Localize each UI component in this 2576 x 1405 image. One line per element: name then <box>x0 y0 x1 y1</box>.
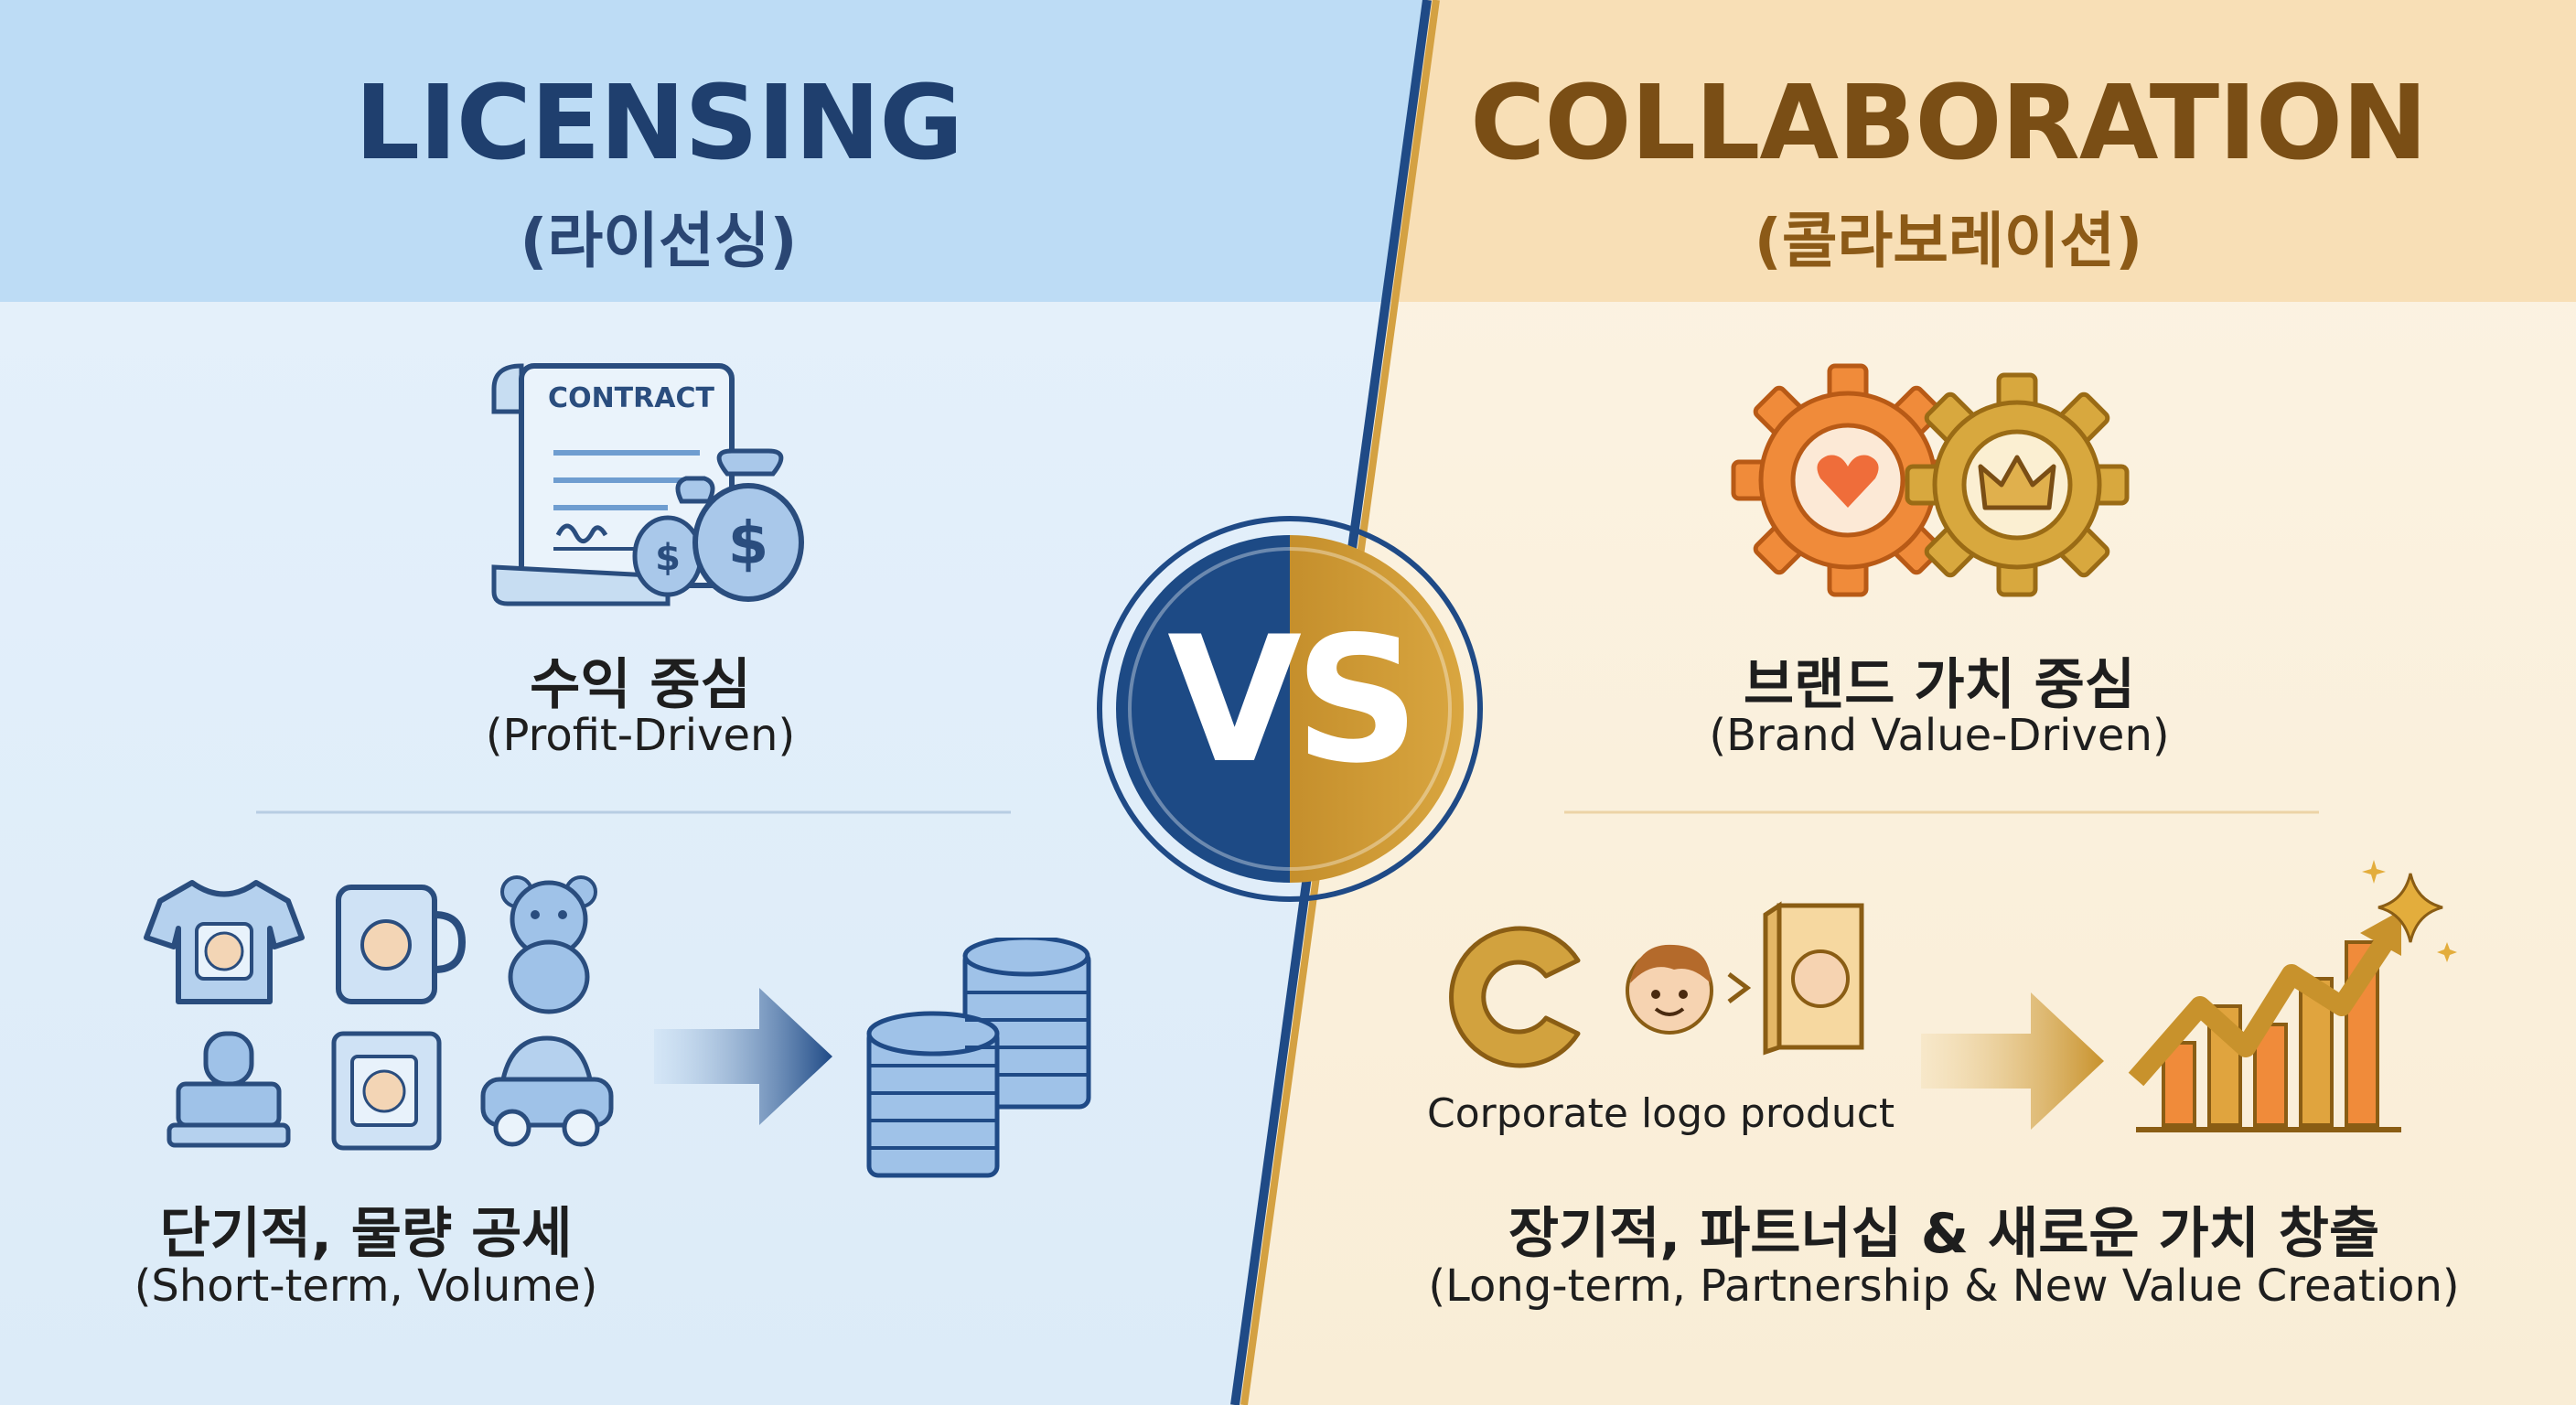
chevron-right-icon <box>1727 972 1752 1003</box>
collaboration-title: COLLABORATION <box>1470 64 2428 183</box>
tshirt-icon <box>144 880 305 1004</box>
short-term-en: (Short-term, Volume) <box>134 1260 598 1312</box>
money-bag-icon: $ $ <box>632 448 804 602</box>
character-face-icon <box>1626 944 1713 1035</box>
profit-focus-ko: 수익 중심 <box>530 653 751 717</box>
short-term-ko: 단기적, 물량 공세 <box>159 1202 573 1266</box>
vs-badge <box>1097 516 1483 902</box>
contract-label: CONTRACT <box>548 382 714 414</box>
vs-label: VS <box>1167 599 1420 801</box>
long-term-ko: 장기적, 파트너십 & 새로운 가치 창출 <box>1508 1202 2380 1266</box>
sparkle-icon <box>2362 860 2457 962</box>
corporate-logo-c-icon <box>1449 926 1581 1068</box>
stamp-icon <box>166 1031 291 1148</box>
teddy-bear-icon <box>500 875 597 1014</box>
mug-icon <box>336 885 467 1004</box>
coin-stack-icon <box>866 938 1091 1178</box>
licensing-title: LICENSING <box>354 64 963 183</box>
svg-text:$: $ <box>655 537 681 579</box>
logo-product-label: Corporate logo product <box>1427 1090 1895 1137</box>
gear-crown-icon <box>1905 372 2130 597</box>
collaboration-subtitle: (콜라보레이션) <box>1754 206 2143 276</box>
licensing-subtitle: (라이선싱) <box>520 206 798 276</box>
notebook-icon <box>331 1031 442 1151</box>
long-term-en: (Long-term, Partnership & New Value Crea… <box>1428 1260 2460 1312</box>
toy-car-icon <box>480 1035 614 1147</box>
brand-value-focus-en: (Brand Value-Driven) <box>1709 710 2170 761</box>
product-card-icon <box>1763 901 1864 1056</box>
arrow-right-icon <box>654 988 832 1125</box>
svg-text:$: $ <box>728 510 769 578</box>
gold-arrow-right-icon <box>1921 992 2104 1130</box>
growth-chart-icon <box>2128 910 2401 1132</box>
profit-focus-en: (Profit-Driven) <box>485 710 796 761</box>
brand-value-focus-ko: 브랜드 가치 중심 <box>1743 653 2136 717</box>
